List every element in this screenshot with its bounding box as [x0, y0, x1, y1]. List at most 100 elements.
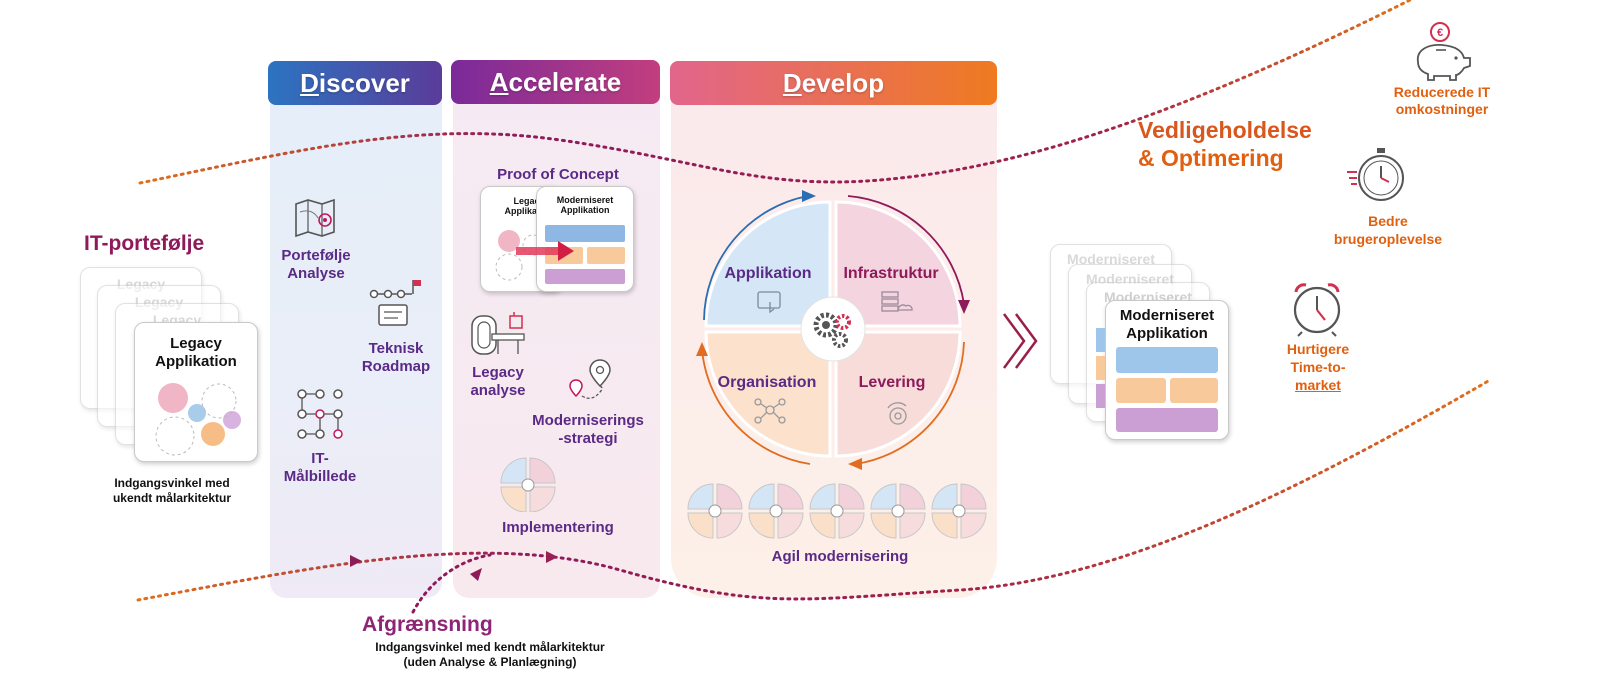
- implementation-label: Implementering: [502, 519, 614, 536]
- poc-legacy-title-1: Legacy: [513, 196, 545, 206]
- alarm-clock-icon: [1293, 283, 1341, 337]
- poc-title: Proof of Concept: [497, 166, 619, 183]
- strategy-route-icon: [569, 359, 611, 399]
- legacy-analysis-label-1: Legacy: [472, 364, 524, 381]
- modern-block-orange-2: [1170, 378, 1218, 403]
- afgraensning-title: Afgrænsning: [362, 613, 493, 636]
- agile-cycle-4: [870, 483, 926, 539]
- modern-card-title-2: Applikation: [1126, 325, 1208, 342]
- it-portfolio-title: IT-portefølje: [84, 232, 205, 255]
- target-network-icon: [297, 389, 343, 439]
- technical-roadmap-label-2: Roadmap: [361, 358, 431, 375]
- it-target-label-2: Målbillede: [283, 468, 357, 485]
- poc-modern-title-2: Applikation: [560, 205, 610, 215]
- modern-block-purple: [1116, 408, 1218, 432]
- tablet-touch-icon: [757, 291, 781, 314]
- flow-arrowhead-1: [350, 555, 362, 567]
- accelerate-header-initial: A: [489, 67, 509, 97]
- accelerate-header[interactable]: Accelerate: [451, 60, 660, 104]
- cycle-center-hub: [800, 296, 866, 362]
- maintenance-title-1: Vedligeholdelse: [1138, 117, 1312, 143]
- agile-cycle-5: [931, 483, 987, 539]
- portfolio-analysis-label-2: Analyse: [287, 265, 345, 282]
- cycle-arrow-organisation: [701, 349, 811, 465]
- stopwatch-icon: [1347, 148, 1404, 201]
- benefit-ux-label-2: brugeroplevelse: [1333, 231, 1443, 247]
- technical-roadmap-label-1: Teknisk: [368, 340, 424, 357]
- legacy-server-icon: [471, 312, 525, 355]
- team-network-icon: [754, 398, 786, 424]
- legacy-card-title-2: Applikation: [155, 353, 237, 370]
- poc-legacy-title-2: Applikation: [504, 206, 554, 216]
- agile-cycle-2: [748, 483, 804, 539]
- left-caption-2: ukendt målarkitektur: [112, 491, 232, 505]
- implementation-cycle-icon: [500, 457, 556, 512]
- agile-cycle-3: [809, 483, 865, 539]
- piggy-bank-icon: €: [1416, 22, 1471, 81]
- agile-cycle-1: [687, 483, 743, 539]
- portfolio-map-icon: [295, 198, 335, 238]
- discover-header-rest: iscover: [318, 68, 410, 98]
- quadrant-label-applikation: Applikation: [724, 265, 812, 282]
- poc-modern-title-1: Moderniseret: [556, 195, 614, 205]
- delivery-cycle-icon: [887, 402, 907, 425]
- develop-header-initial: D: [782, 68, 802, 98]
- gears-icon: [813, 312, 851, 348]
- legacy-application-card[interactable]: Legacy Applikation: [134, 322, 258, 462]
- discover-header-initial: D: [300, 68, 319, 98]
- benefit-ttm-label-3: market: [1295, 377, 1341, 393]
- benefit-cost-label-1: Reducerede IT: [1393, 84, 1491, 100]
- roadmap-icon: [369, 280, 421, 326]
- portfolio-analysis-label-1: Portefølje: [281, 247, 351, 264]
- left-caption-1: Indgangsvinkel med: [114, 476, 230, 490]
- discover-header[interactable]: Discover: [268, 61, 442, 105]
- modern-block-blue: [1116, 347, 1218, 373]
- cycle-arrow-levering: [855, 341, 965, 465]
- modern-block-orange-1: [1116, 378, 1166, 403]
- quadrant-label-infrastruktur: Infrastruktur: [843, 265, 939, 282]
- poc-modern-block-orange-2: [587, 247, 625, 264]
- cycle-quadrants: [704, 200, 962, 458]
- bottom-flow-line: [136, 378, 1492, 602]
- it-target-label-1: IT-: [311, 450, 329, 467]
- poc-modern-block-purple: [545, 269, 625, 284]
- cloud-server-icon: [881, 291, 913, 312]
- quadrant-infrastruktur: [834, 200, 962, 328]
- agile-label: Agil modernisering: [771, 548, 909, 565]
- development-cycle-diagram: [696, 190, 970, 470]
- accelerate-header-rest: ccelerate: [508, 67, 622, 97]
- strategy-label-2: -strategi: [558, 430, 618, 447]
- legacy-card-title-1: Legacy: [170, 335, 222, 352]
- modern-card-title-1: Moderniseret: [1119, 307, 1215, 324]
- quadrant-label-levering: Levering: [858, 374, 926, 391]
- develop-header-rest: evelop: [801, 68, 885, 98]
- flow-arrowhead-2: [546, 551, 558, 563]
- modern-card-ghost-title-1: Moderniseret: [1067, 251, 1155, 267]
- strategy-label-1: Moderniserings: [532, 412, 644, 429]
- develop-header[interactable]: Develop: [670, 61, 997, 105]
- quadrant-levering: [834, 330, 962, 458]
- poc-transform-arrow-icon: [516, 241, 574, 261]
- agile-iterations: [687, 483, 987, 539]
- benefit-ux-label-1: Bedre: [1368, 213, 1408, 229]
- double-chevron-icon: [1002, 313, 1038, 369]
- legacy-analysis-label-2: analyse: [470, 382, 526, 399]
- quadrant-applikation: [704, 200, 832, 328]
- poc-modern-card: Moderniseret Applikation: [536, 186, 634, 292]
- quadrant-label-organisation: Organisation: [717, 374, 817, 391]
- benefit-ttm-label-2: Time-to-: [1290, 359, 1346, 375]
- modern-application-card[interactable]: Moderniseret Applikation: [1105, 300, 1229, 440]
- cycle-arrow-applikation: [703, 195, 809, 321]
- quadrant-organisation: [704, 330, 832, 458]
- modern-back-strips: [1096, 328, 1105, 428]
- benefit-cost-label-2: omkostninger: [1395, 101, 1489, 117]
- afgraensning-arrow-line: [411, 553, 492, 614]
- svg-text:€: €: [1437, 27, 1443, 39]
- flow-arrowhead-3: [470, 568, 482, 581]
- legacy-bubbles-icon: [155, 383, 241, 456]
- poc-modern-block-blue: [545, 225, 625, 242]
- afgraensning-caption-2: (uden Analyse & Planlægning): [403, 655, 577, 669]
- afgraensning-caption-1: Indgangsvinkel med kendt målarkitektur: [375, 640, 605, 654]
- top-flow-line: [138, 0, 1412, 185]
